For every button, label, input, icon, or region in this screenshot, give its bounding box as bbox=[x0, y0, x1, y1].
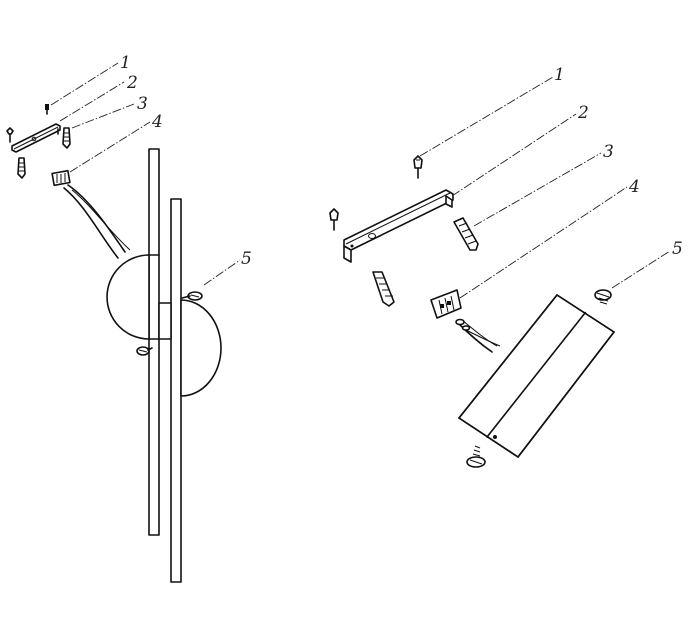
left-terminal-block-icon bbox=[51, 169, 71, 187]
left-callout-3: 3 bbox=[137, 94, 148, 114]
left-bracket-screw-icon bbox=[6, 127, 14, 143]
right-exploded-view: 1 2 3 4 5 bbox=[329, 65, 683, 468]
right-terminal-block-icon bbox=[430, 289, 462, 319]
left-wall-anchor-icon bbox=[17, 157, 26, 179]
right-callout-2: 2 bbox=[577, 103, 589, 123]
right-top-screw-icon bbox=[413, 155, 423, 179]
right-mounting-bracket bbox=[343, 189, 454, 263]
left-leader-5 bbox=[203, 259, 241, 286]
right-leader-2 bbox=[451, 113, 577, 197]
right-callout-4: 4 bbox=[628, 177, 640, 197]
right-callout-3: 3 bbox=[603, 142, 614, 162]
right-wall-anchor-lower-icon bbox=[372, 271, 395, 307]
left-set-screw-upper-icon bbox=[181, 291, 203, 301]
right-leader-1 bbox=[419, 76, 554, 157]
right-callout-1: 1 bbox=[554, 65, 565, 85]
right-leader-4 bbox=[459, 186, 628, 299]
left-leader-1 bbox=[50, 62, 119, 106]
left-light-bar-rear bbox=[148, 148, 160, 536]
left-mounting-bracket bbox=[11, 123, 61, 153]
left-wall-anchor-2-icon bbox=[62, 127, 71, 149]
left-light-bar-front bbox=[170, 198, 182, 583]
left-wire-bundle bbox=[63, 184, 131, 259]
right-side-screw-icon bbox=[329, 208, 339, 231]
left-set-screw-lower-icon bbox=[136, 346, 153, 356]
left-callout-1: 1 bbox=[120, 53, 131, 73]
left-top-screw-icon bbox=[45, 104, 49, 115]
right-set-screw-upper-icon bbox=[594, 289, 612, 305]
right-set-screw-lower-icon bbox=[466, 445, 486, 468]
left-assembly-view: 1 2 3 4 5 bbox=[6, 53, 252, 583]
right-wall-anchor-upper-icon bbox=[453, 217, 479, 251]
left-leader-2 bbox=[59, 81, 125, 122]
left-leader-3 bbox=[71, 103, 135, 129]
right-callout-5: 5 bbox=[672, 239, 683, 259]
left-callout-4: 4 bbox=[151, 112, 163, 132]
left-hemisphere-lower bbox=[158, 299, 222, 397]
left-callout-5: 5 bbox=[241, 249, 252, 269]
left-hemisphere-upper bbox=[106, 254, 160, 340]
left-callout-2: 2 bbox=[126, 73, 138, 93]
right-leader-3 bbox=[473, 152, 602, 227]
right-fixture-housing bbox=[458, 294, 615, 458]
right-wire-bundle bbox=[455, 318, 501, 353]
left-leader-4 bbox=[69, 121, 151, 173]
right-leader-5 bbox=[611, 250, 671, 289]
